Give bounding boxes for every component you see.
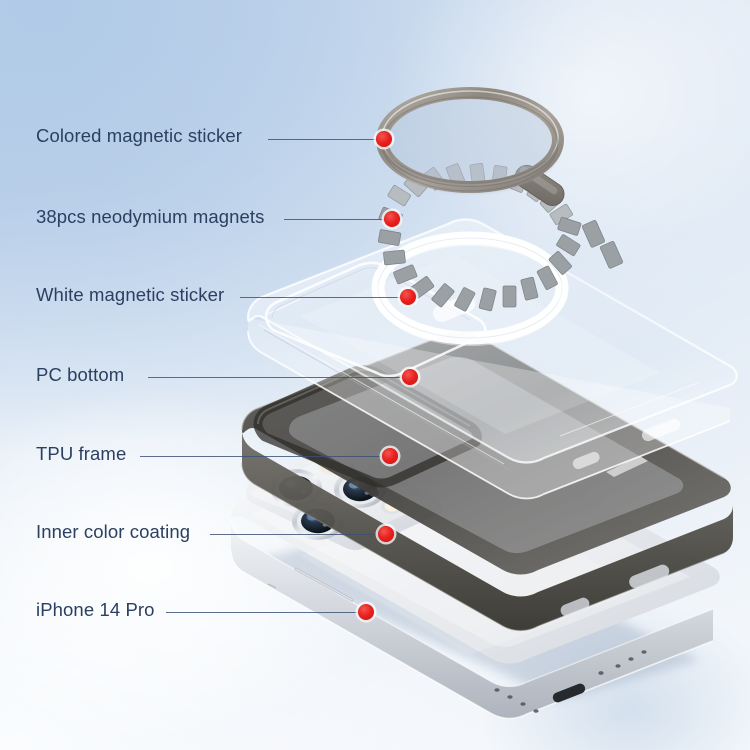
white-magnetic-sticker-ring [371, 231, 569, 346]
callout-leader-line-neodymium-magnets [284, 219, 388, 220]
tpu-button-cutouts [560, 564, 670, 617]
callout-label-tpu-frame: TPU frame [36, 443, 127, 464]
callout-marker-pc-bottom[interactable] [402, 369, 418, 385]
callout-leader-line-iphone-14-pro [166, 612, 362, 613]
colored-magnetic-sticker-ring [376, 87, 564, 194]
phone-bottom-ports [494, 650, 647, 713]
callout-leader-line-white-magnetic-sticker [240, 297, 404, 298]
phone-side-rail [231, 519, 713, 719]
callout-marker-white-magnetic-sticker[interactable] [400, 289, 416, 305]
magnet-segments-front [378, 206, 582, 312]
callout-marker-inner-color-coating[interactable] [378, 526, 394, 542]
callout-leader-line-tpu-frame [140, 456, 386, 457]
callout-label-neodymium-magnets: 38pcs neodymium magnets [36, 206, 265, 227]
callout-leader-line-colored-magnetic-sticker [268, 139, 380, 140]
callout-label-white-magnetic-sticker: White magnetic sticker [36, 284, 225, 305]
callout-label-pc-bottom: PC bottom [36, 364, 125, 385]
callout-label-inner-color-coating: Inner color coating [36, 521, 191, 542]
callout-label-iphone-14-pro: iPhone 14 Pro [36, 599, 155, 620]
callout-leader-line-inner-color-coating [210, 534, 382, 535]
callout-marker-neodymium-magnets[interactable] [384, 211, 400, 227]
callout-leader-line-pc-bottom [148, 377, 406, 378]
tpu-side-wall [242, 430, 733, 631]
pc-camera-cutout [264, 261, 487, 378]
neodymium-magnet-ring [378, 162, 623, 312]
callout-marker-iphone-14-pro[interactable] [358, 604, 374, 620]
callout-label-colored-magnetic-sticker: Colored magnetic sticker [36, 125, 242, 146]
tpu-inner-opening [289, 356, 684, 554]
tpu-top-rim [242, 331, 731, 575]
callout-marker-colored-magnetic-sticker[interactable] [376, 131, 392, 147]
callout-marker-tpu-frame[interactable] [382, 448, 398, 464]
